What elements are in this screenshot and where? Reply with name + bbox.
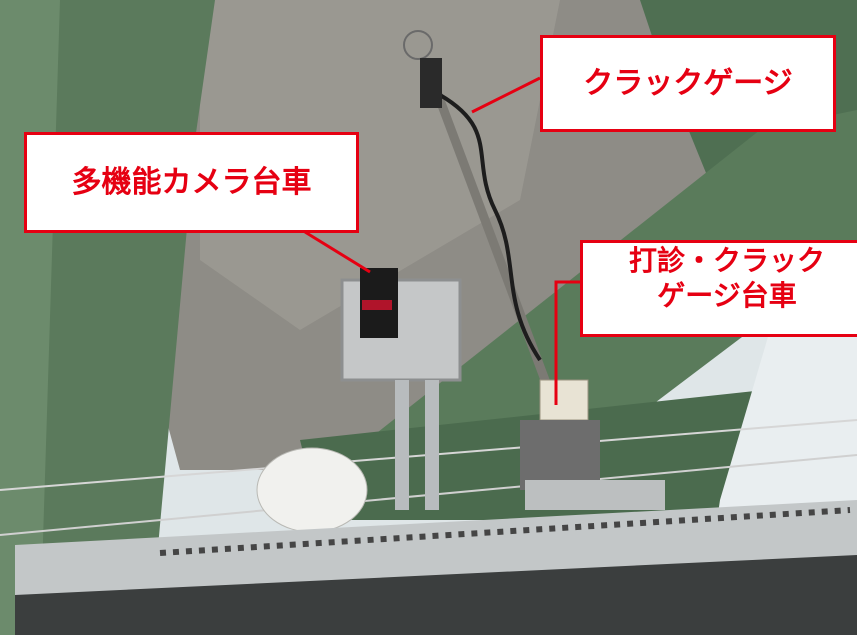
rail-channel	[15, 555, 857, 635]
rail-holes	[159, 507, 851, 556]
callout-hammer-cart-line2: ゲージ台車	[657, 279, 797, 312]
hammer-cart-box	[539, 379, 589, 421]
hammer-cart-plate	[525, 480, 665, 510]
leader-crack-gauge	[471, 76, 541, 114]
concrete-deck-shade	[200, 0, 560, 330]
callout-hammer-cart-line1: 打診・クラック	[628, 244, 825, 277]
callout-camera-cart: 多機能カメラ台車	[24, 132, 359, 233]
callout-hammer-cart: 打診・クラック ゲージ台車	[580, 240, 857, 337]
leader-hammer-cart	[554, 280, 580, 405]
camera-accent	[362, 300, 392, 310]
rail-track	[15, 500, 857, 600]
callout-crack-gauge: クラックゲージ	[540, 35, 836, 132]
crack-gauge-head	[403, 30, 433, 60]
camera-cart-mast-left	[395, 380, 409, 510]
fan-dome	[256, 447, 368, 533]
crack-gauge-pole	[420, 58, 565, 422]
camera-cart-mast-right	[425, 380, 439, 510]
camera-cart-frame	[340, 278, 462, 382]
hammer-cart-base	[520, 420, 600, 490]
crack-gauge-sensor	[420, 58, 442, 108]
leader-camera-cart	[304, 230, 371, 274]
crack-gauge-cable	[438, 93, 542, 362]
